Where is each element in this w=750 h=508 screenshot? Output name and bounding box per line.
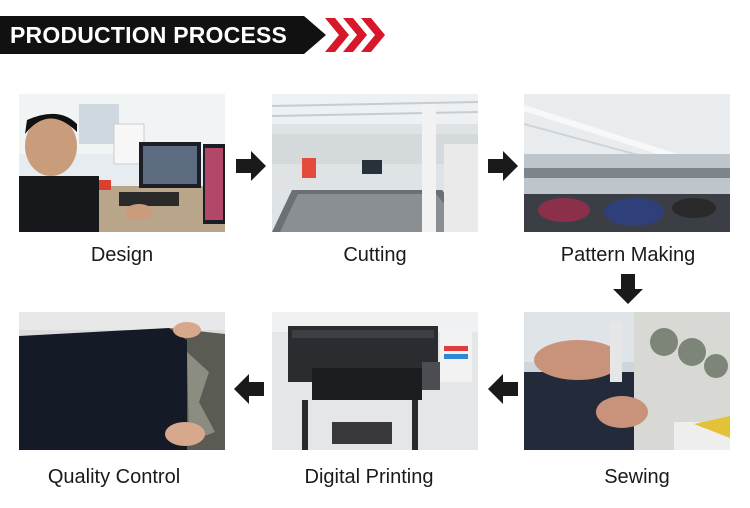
sewing-photo bbox=[524, 312, 730, 450]
right-arrow-icon bbox=[234, 149, 268, 183]
quality-control-photo bbox=[19, 312, 225, 450]
pattern-making-photo bbox=[524, 94, 730, 232]
step-label-quality-control: Quality Control bbox=[47, 466, 181, 488]
right-arrow-icon bbox=[486, 149, 520, 183]
step-label-cutting: Cutting bbox=[343, 244, 407, 266]
step-label-pattern-making: Pattern Making bbox=[560, 244, 696, 266]
cutting-photo bbox=[272, 94, 478, 232]
step-label-sewing: Sewing bbox=[604, 466, 670, 488]
triple-chevron-icon bbox=[325, 18, 385, 52]
left-arrow-icon bbox=[232, 372, 266, 406]
design-photo bbox=[19, 94, 225, 232]
page-title: PRODUCTION PROCESS bbox=[10, 22, 288, 48]
left-arrow-icon bbox=[486, 372, 520, 406]
step-label-digital-printing: Digital Printing bbox=[304, 466, 434, 488]
step-label-design: Design bbox=[90, 244, 154, 266]
header-banner: PRODUCTION PROCESS bbox=[0, 16, 326, 54]
down-arrow-icon bbox=[611, 272, 645, 306]
digital-printing-photo bbox=[272, 312, 478, 450]
